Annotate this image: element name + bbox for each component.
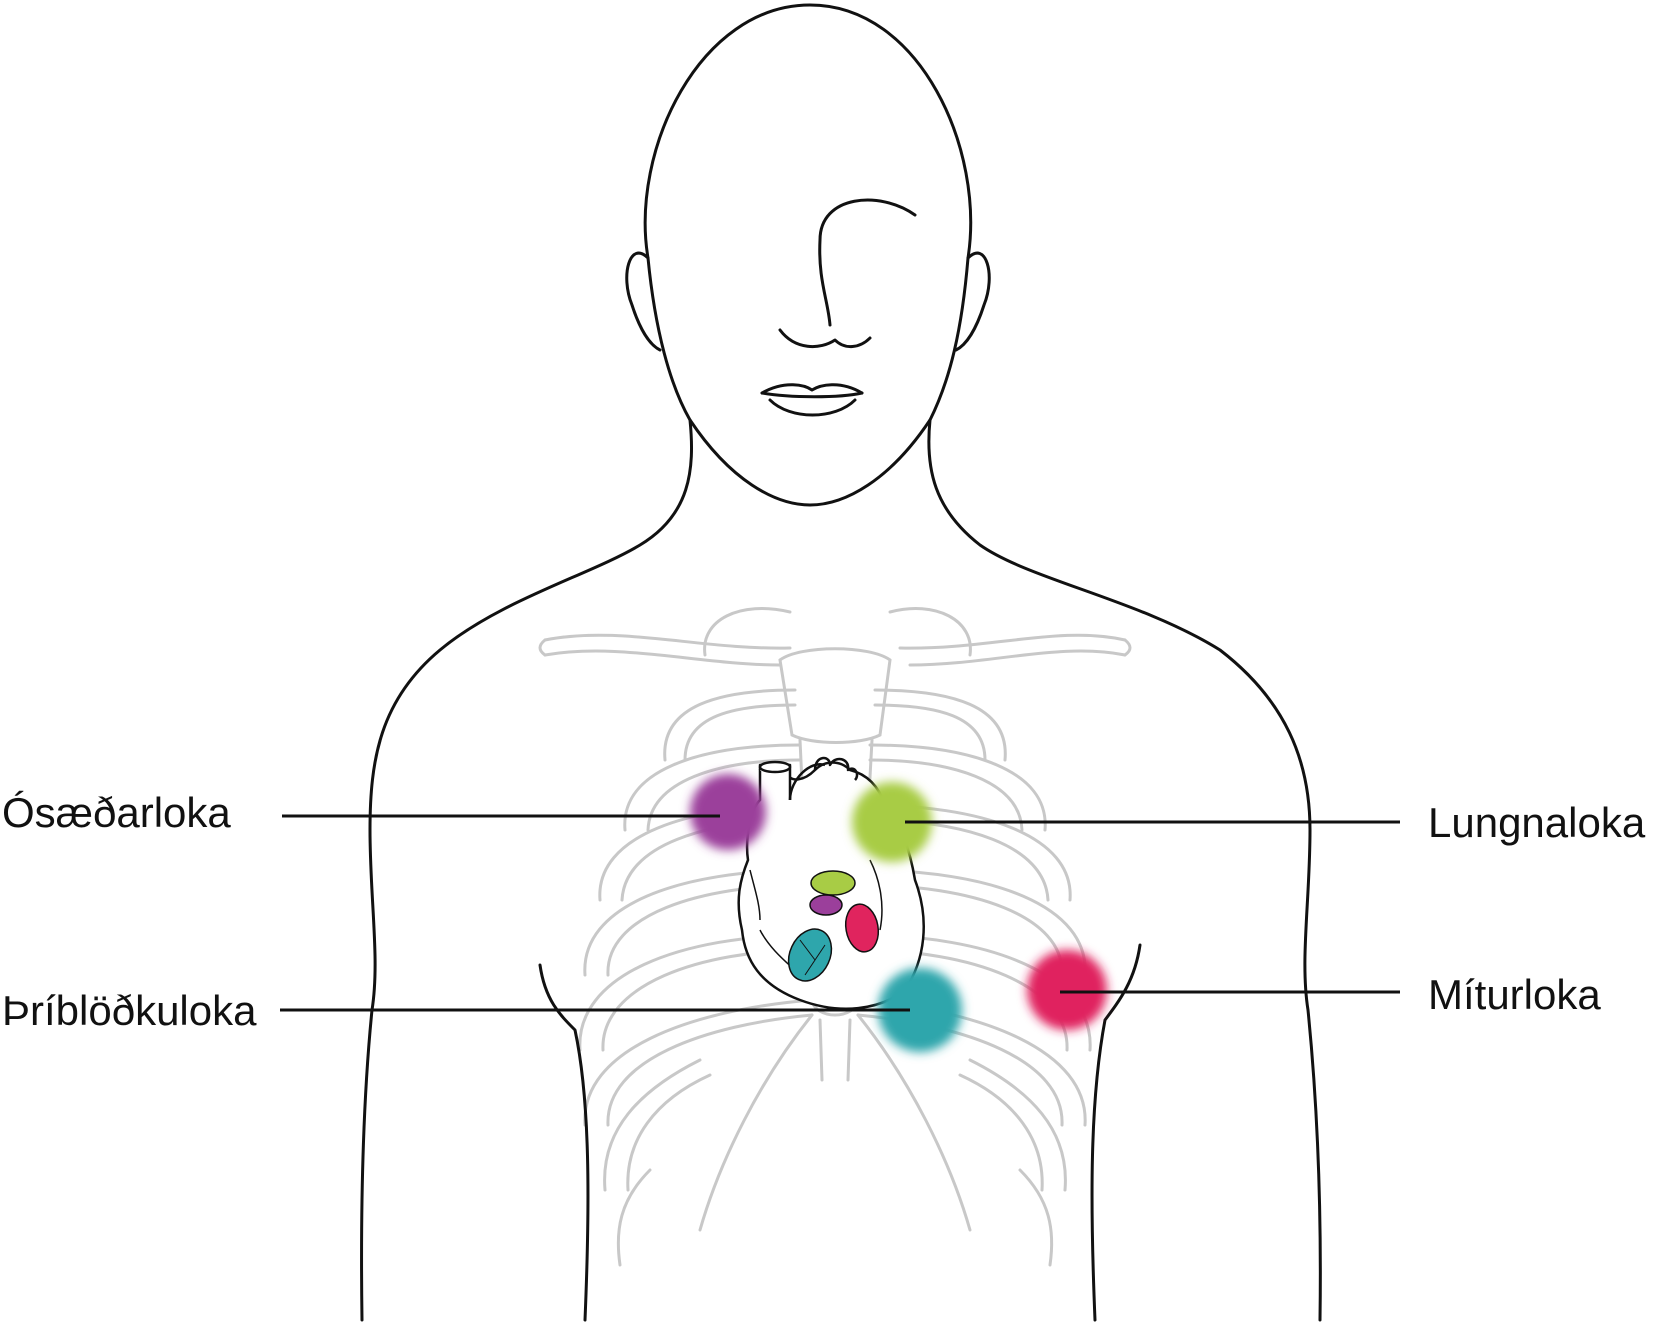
leader-lines (280, 814, 1400, 1012)
mitral-valve-label: Míturloka (1428, 971, 1601, 1018)
tricuspid-spot (878, 968, 962, 1052)
aortic-spot (690, 774, 766, 850)
pulmonary-spot (852, 782, 932, 862)
rib-cage (538, 607, 1132, 1267)
pulmonary-valve-label: Lungnaloka (1428, 799, 1646, 846)
tricuspid-valve-mini (787, 928, 833, 982)
body-outline (360, 3, 1322, 1322)
auscultation-spots (690, 774, 1107, 1052)
mitral-valve-mini (844, 903, 880, 953)
pulmonary-valve-mini (810, 870, 856, 896)
tricuspid-valve-label: Þríblöðkuloka (2, 987, 257, 1034)
aortic-valve-label: Ósæðarloka (2, 789, 231, 836)
heart-valves (787, 870, 880, 982)
aortic-valve-mini (809, 894, 843, 916)
mitral-spot (1027, 950, 1107, 1030)
